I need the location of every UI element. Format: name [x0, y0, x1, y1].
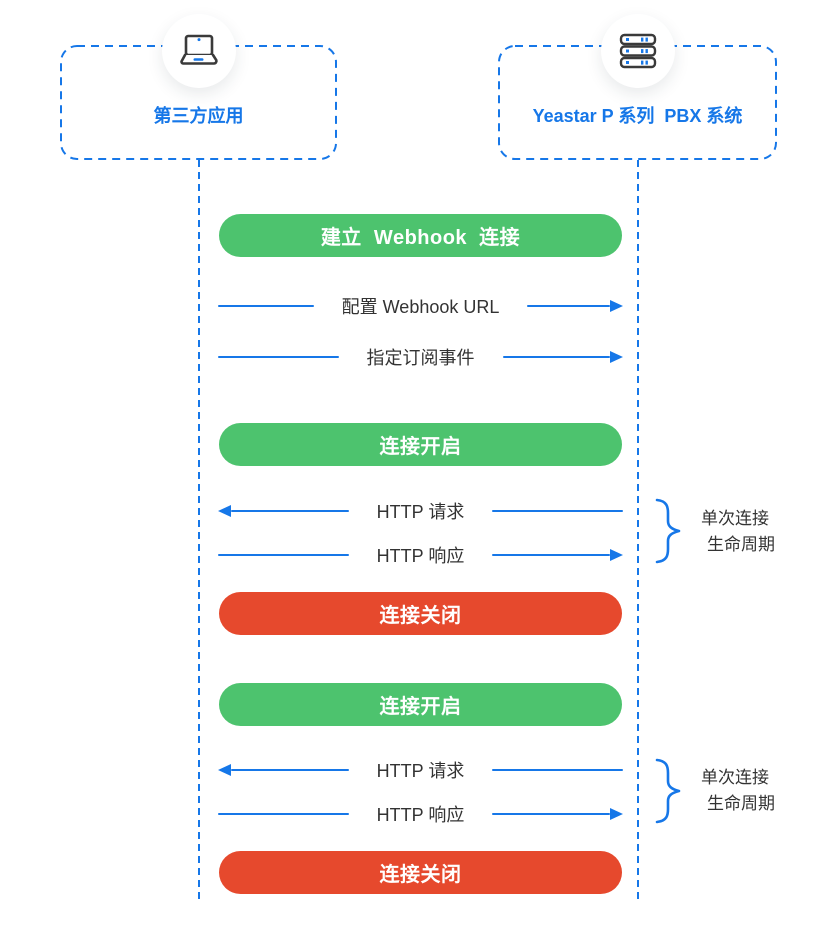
message-http-request-1: HTTP 请求 — [218, 500, 624, 522]
arrow-left-icon — [218, 764, 231, 776]
pbx-system-label: Yeastar P 系列 PBX 系统 — [532, 105, 743, 126]
stage-pill-connection-close-2: 连接关闭 — [219, 851, 622, 894]
arrow-right-icon — [610, 549, 624, 561]
arrow-right-icon — [610, 300, 624, 312]
curly-brace-icon — [655, 758, 681, 824]
lifeline-pbx-system — [637, 160, 639, 903]
stage-pill-connection-open-1: 连接开启 — [219, 423, 622, 466]
third-party-app-box: 第三方应用 — [60, 45, 337, 160]
message-label: HTTP 响应 — [376, 546, 465, 566]
arrow-left-icon — [218, 505, 231, 517]
note-line: 生命周期 — [707, 794, 775, 813]
lifecycle-note-1: 单次连接 生命周期 — [701, 506, 775, 558]
note-line: 单次连接 — [701, 509, 769, 528]
stage-pill-connection-open-2: 连接开启 — [219, 683, 622, 726]
message-label: HTTP 请求 — [376, 761, 465, 781]
stage-pill-establish-webhook: 建立 Webhook 连接 — [219, 214, 622, 257]
lifecycle-note-2: 单次连接 生命周期 — [701, 765, 775, 817]
message-configure-webhook-url: 配置 Webhook URL — [218, 295, 624, 317]
note-line: 单次连接 — [701, 768, 769, 787]
dashed-border — [498, 45, 777, 160]
stage-pill-connection-close-1: 连接关闭 — [219, 592, 622, 635]
message-specify-subscribed-events: 指定订阅事件 — [218, 346, 623, 368]
message-label: 配置 Webhook URL — [341, 297, 500, 317]
message-label: 指定订阅事件 — [366, 348, 475, 368]
dashed-border — [60, 45, 337, 160]
pbx-system-box: Yeastar P 系列 PBX 系统 — [498, 45, 777, 160]
third-party-app-label: 第三方应用 — [153, 105, 244, 126]
message-http-response-1: HTTP 响应 — [218, 544, 624, 566]
arrow-right-icon — [610, 351, 623, 363]
message-label: HTTP 响应 — [376, 805, 465, 825]
message-label: HTTP 请求 — [376, 502, 465, 522]
message-http-response-2: HTTP 响应 — [218, 803, 624, 825]
lifeline-third-party-app — [198, 160, 200, 903]
server-icon-circle — [601, 14, 675, 88]
message-http-request-2: HTTP 请求 — [218, 759, 624, 781]
arrow-right-icon — [610, 808, 624, 820]
note-line: 生命周期 — [707, 535, 775, 554]
laptop-icon — [180, 34, 218, 65]
laptop-icon-circle — [162, 14, 236, 88]
curly-brace-icon — [655, 498, 681, 564]
server-icon — [619, 33, 657, 69]
